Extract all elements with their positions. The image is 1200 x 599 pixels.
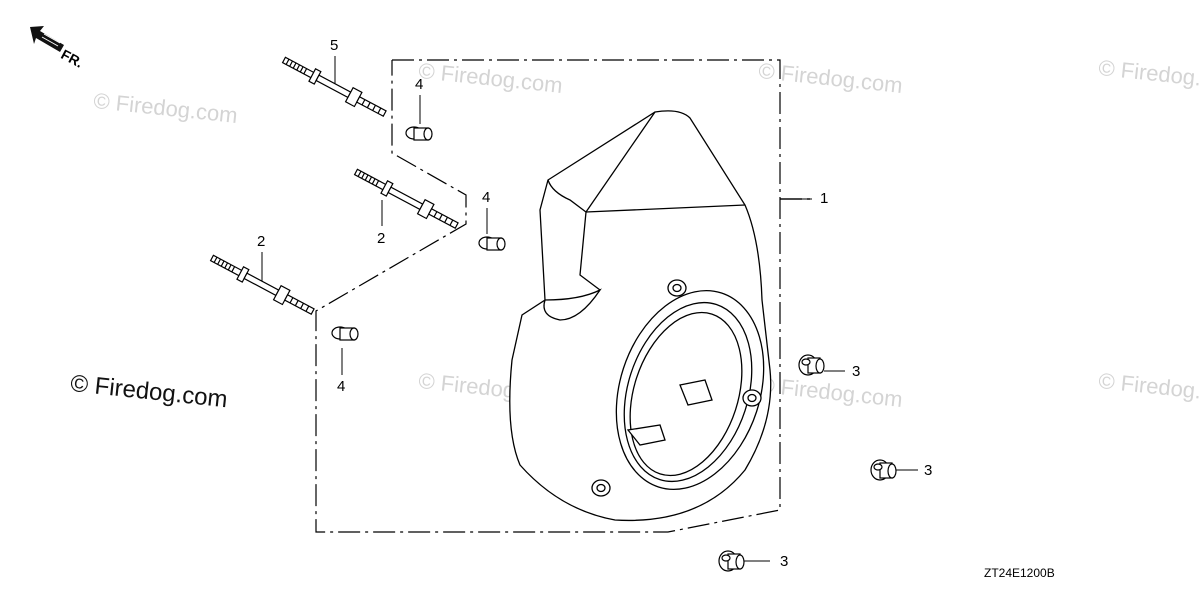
callout-part-3-a: 3 bbox=[852, 363, 861, 380]
flange-nut-3-a bbox=[798, 354, 825, 376]
flange-nut-3-c bbox=[718, 550, 745, 572]
diagram-code: ZT24E1200B bbox=[984, 566, 1055, 580]
callout-part-4-c: 4 bbox=[337, 378, 346, 395]
callout-part-3-c: 3 bbox=[780, 553, 789, 570]
fan-cover-shroud bbox=[509, 110, 772, 522]
callout-part-3-b: 3 bbox=[924, 462, 933, 479]
callout-part-2-upper: 2 bbox=[377, 230, 386, 247]
collar-nut-4-b bbox=[478, 236, 506, 251]
callout-part-4-b: 4 bbox=[482, 189, 491, 206]
collar-nut-4-c bbox=[331, 326, 359, 341]
leader-lines bbox=[261, 56, 918, 562]
collar-nut-4-a bbox=[405, 126, 433, 141]
front-direction-arrow-icon bbox=[30, 26, 64, 52]
callout-part-1: 1 bbox=[820, 190, 829, 207]
stud-bolt-2-upper bbox=[353, 168, 459, 229]
stud-bolt-5 bbox=[281, 56, 387, 117]
callout-part-4-a: 4 bbox=[415, 76, 424, 93]
callout-part-5: 5 bbox=[330, 37, 339, 54]
callout-part-2-lower: 2 bbox=[257, 233, 266, 250]
stud-bolt-2-lower bbox=[209, 254, 315, 315]
flange-nut-3-b bbox=[870, 459, 897, 481]
